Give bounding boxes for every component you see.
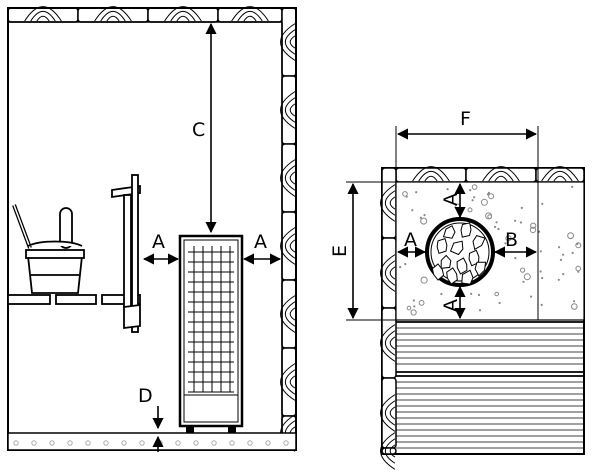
top-view: F E A A A B bbox=[329, 108, 585, 470]
side-view: C A A D bbox=[7, 6, 297, 452]
bench bbox=[7, 174, 141, 333]
right-log-wall bbox=[280, 7, 297, 452]
label-clearance-bottom: A bbox=[440, 299, 462, 312]
label-clearance-ceiling: C bbox=[192, 119, 205, 141]
label-clearance-left: A bbox=[404, 229, 417, 251]
bench-planks bbox=[396, 321, 584, 455]
heater-stones bbox=[431, 222, 487, 285]
label-clearance-side-left: A bbox=[152, 231, 165, 253]
sauna-bucket-icon bbox=[12, 204, 85, 294]
gravel-texture bbox=[399, 184, 582, 316]
room-outline bbox=[7, 7, 297, 451]
sauna-heater bbox=[178, 234, 244, 433]
label-depth: E bbox=[329, 245, 351, 257]
label-clearance-top: A bbox=[440, 193, 462, 206]
left-log-wall bbox=[380, 167, 397, 470]
top-log-wall bbox=[395, 166, 585, 183]
label-clearance-floor: D bbox=[138, 385, 153, 407]
heater-top-view bbox=[425, 217, 495, 287]
label-width: F bbox=[460, 108, 471, 130]
label-clearance-right: B bbox=[505, 229, 518, 251]
label-clearance-side-right: A bbox=[254, 231, 267, 253]
floor bbox=[7, 432, 297, 451]
ceiling-log-wall bbox=[7, 6, 283, 23]
